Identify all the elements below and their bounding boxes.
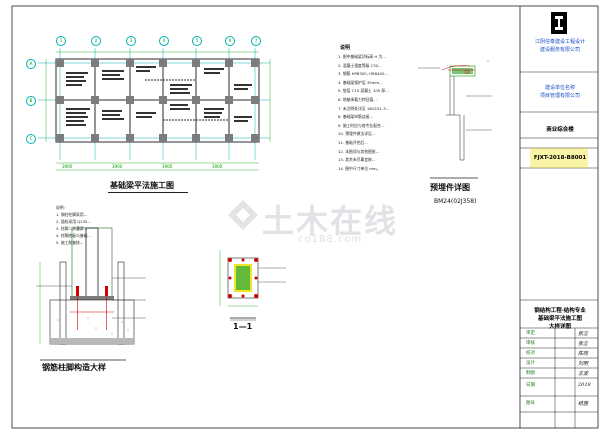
foundation-plan-title: 基础梁平法施工图: [110, 181, 174, 190]
embedded-part-subtitle: BM24(02J358): [434, 198, 477, 205]
grid-label-top: 1: [56, 36, 66, 46]
embedded-part-title: 预埋件详图: [430, 183, 470, 192]
drawing-number-highlight: [530, 148, 588, 168]
section-1-1-title: 1—1: [233, 322, 253, 331]
general-note-line: 6. 地基承载力特征值...: [338, 97, 377, 102]
foundation-plan-title-underline: [108, 192, 188, 193]
title-block-signature: 王波: [578, 371, 589, 377]
general-note-line: 8. 基础梁纵筋连接...: [338, 114, 374, 120]
grid-label-top: 2: [91, 36, 101, 46]
general-note-line: 3. 钢筋 HPB300, HRB400...: [338, 71, 389, 77]
general-note-line: 11. 基础开挖后...: [338, 140, 368, 145]
embedded-part-detail: [418, 60, 492, 179]
foundation-plan: [38, 48, 271, 171]
title-block-grid: [520, 71, 598, 428]
title-block-signature: 张立: [578, 341, 589, 347]
general-note-line: 7. 未注明处详见 16G101-3...: [338, 105, 390, 111]
client-name-line2: 项目管理有限公司: [539, 93, 580, 99]
general-note-line: 14. 图中尺寸单位 mm。: [338, 165, 381, 171]
general-note-line: 13. 其余未尽事宜按...: [338, 157, 376, 163]
watermark-subtext: co188.com: [298, 234, 363, 245]
general-note-line: 5. 垫层 C15 混凝土 100 厚...: [338, 88, 389, 94]
grid-label-left: B: [26, 96, 36, 106]
title-block-role: 制图: [526, 371, 535, 376]
title-block-signature: 刘明: [578, 361, 589, 367]
discipline-line3: 大样详图: [548, 324, 571, 330]
general-notes-title: 说明: [340, 45, 351, 51]
general-note-line: 10. 预埋件做法详见...: [338, 131, 376, 137]
base-note-line: 4. 柱脚底板与基础...: [56, 233, 92, 238]
company-name-line1: 江阴信泰建设工程设计: [534, 39, 585, 45]
general-note-line: 2. 混凝土强度等级 C30...: [338, 62, 382, 68]
base-note-line: 3. 柱脚二次灌浆...: [56, 226, 88, 231]
title-block-signature: 张立: [578, 331, 589, 337]
general-note-line: 9. 施工时应与各专业配合...: [338, 122, 385, 128]
dimension-lines: [45, 51, 271, 171]
base-note-line: 说明:: [56, 205, 65, 210]
drawing-number: FJXT-2018-B8001: [533, 155, 587, 161]
title-block-signature: 陈晓: [578, 351, 589, 357]
title-block-role: 图号: [526, 401, 535, 406]
company-name-line2: 建设服务有限公司: [539, 47, 580, 53]
grid-label-left: A: [26, 59, 36, 69]
watermark-logo-icon: [228, 200, 258, 230]
general-note-line: 4. 基础梁保护层 35mm...: [338, 79, 383, 85]
column-base-title: 钢筋柱脚构造大样: [42, 363, 106, 372]
title-block-role: 审定: [526, 331, 535, 336]
base-note-line: 1. 钢柱柱脚采用...: [56, 212, 88, 217]
grid-label-left: C: [26, 134, 36, 144]
base-note-line: 5. 施工前复核...: [56, 240, 84, 245]
base-note-line: 2. 锚栓采用 Q235...: [56, 219, 92, 224]
column-base-detail: [36, 227, 146, 361]
title-block-role: 设计: [526, 361, 535, 366]
grid-label-top: 7: [251, 36, 261, 46]
company-logo: [551, 12, 567, 34]
title-block-role: 审核: [526, 341, 535, 346]
discipline-line1: 钢结构工程·结构专业: [534, 308, 586, 314]
grid-lines: [38, 48, 270, 160]
general-note-line: 1. 图中基础梁顶标高 H 为...: [338, 54, 386, 59]
title-block-role: 日期: [526, 383, 535, 388]
section-1-1-detail: [219, 250, 286, 321]
dimension-label: 3900: [162, 164, 173, 169]
title-block-signature: 结施: [578, 401, 589, 407]
grid-label-top: 4: [159, 36, 169, 46]
grid-label-top: 5: [192, 36, 202, 46]
dimension-label: 3900: [212, 164, 223, 169]
general-note-line: 12. 本图须与其他图纸...: [338, 148, 380, 154]
project-name: 商业综合楼: [546, 127, 574, 133]
title-block-role: 校对: [526, 351, 535, 356]
grid-label-top: 6: [225, 36, 235, 46]
columns: [56, 59, 259, 142]
client-name-line1: 建设单位名称: [544, 85, 575, 91]
dimension-label: 3900: [62, 164, 73, 169]
dimension-label: 3900: [112, 164, 123, 169]
grid-label-top: 3: [126, 36, 136, 46]
watermark-text: 土木在线: [262, 202, 399, 240]
sheet-border: [11, 5, 599, 429]
title-block-signature: 2018: [578, 382, 591, 388]
discipline-line2: 基础梁平法施工图: [537, 316, 582, 322]
beam-annotations: [66, 66, 252, 126]
